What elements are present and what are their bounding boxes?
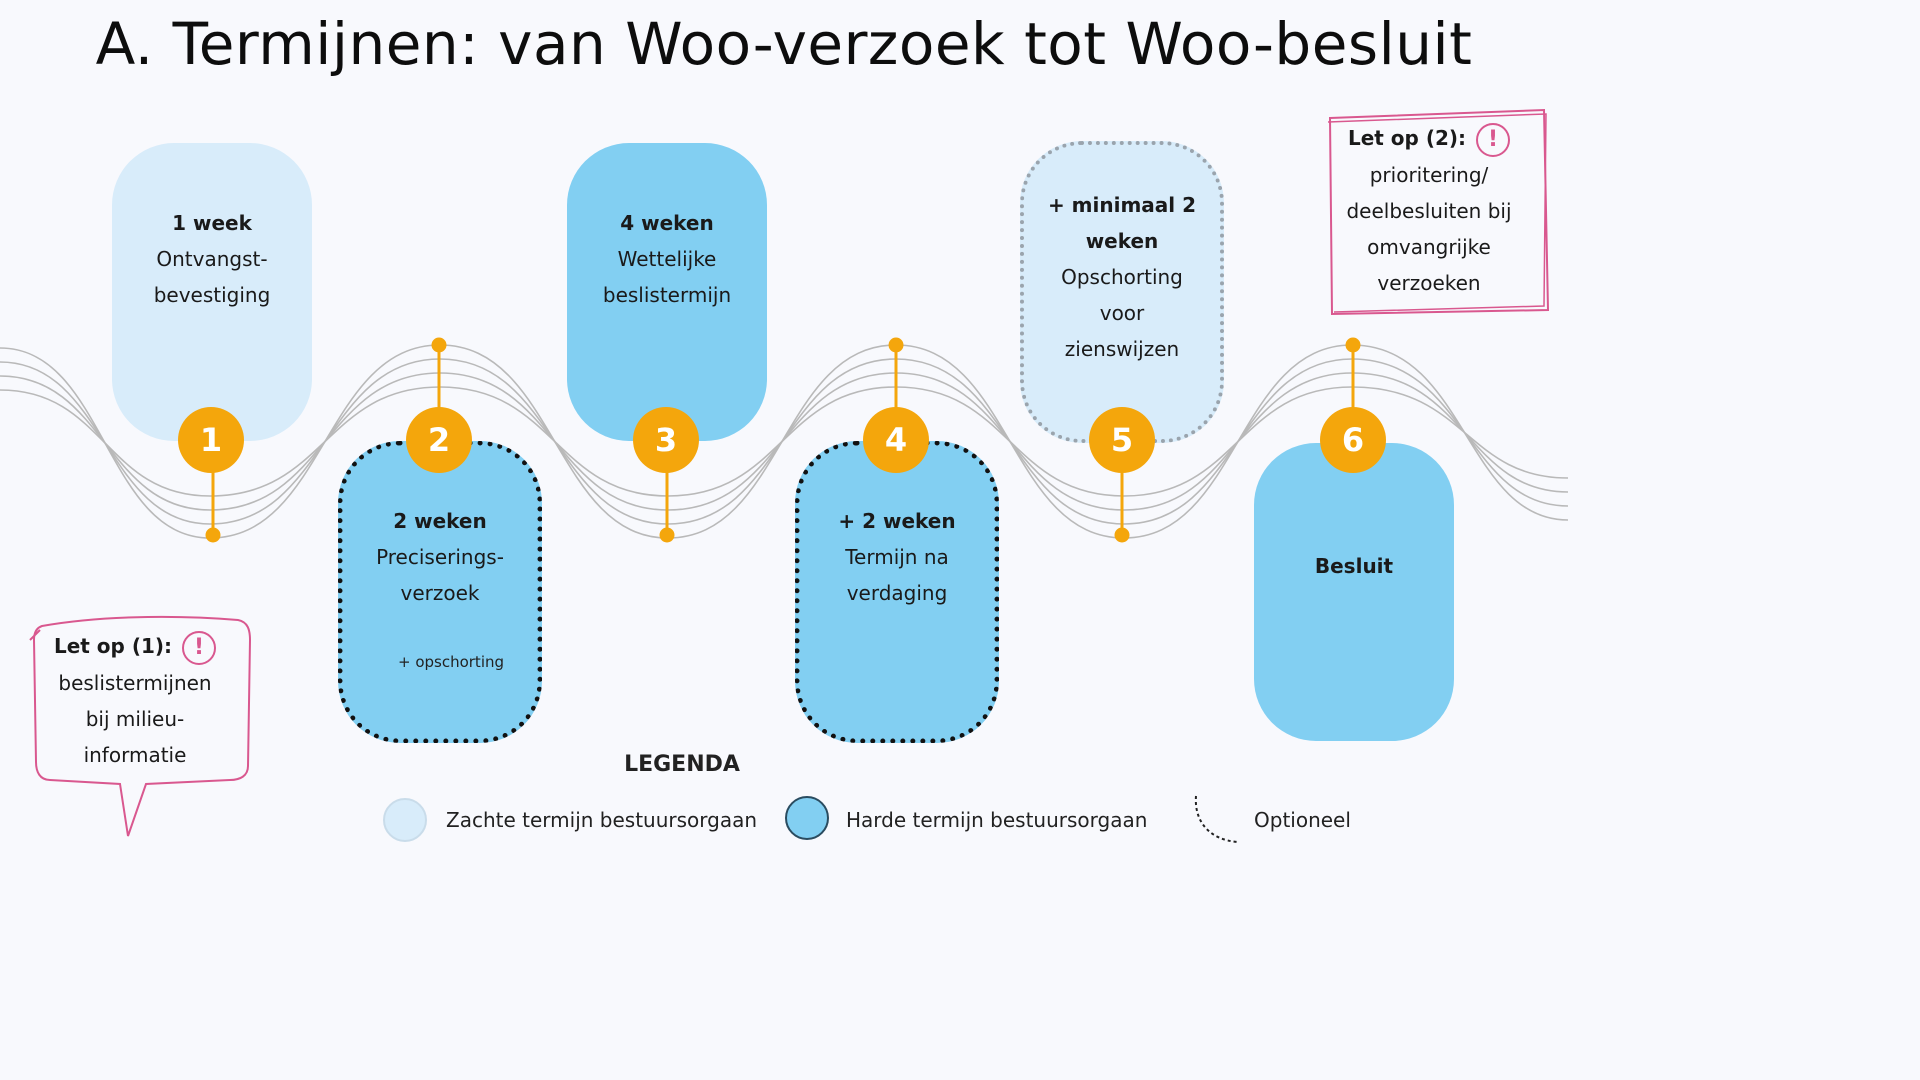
note-2-line-3: omvangrijke: [1367, 234, 1491, 259]
page-title: A. Termijnen: van Woo-verzoek tot Woo-be…: [95, 10, 1473, 78]
note-2-line-4: verzoeken: [1377, 270, 1481, 295]
step-3-line-1: Wettelijke: [617, 247, 717, 271]
step-3-duration: 4 weken: [620, 211, 714, 235]
step-6-label: Besluit: [1314, 554, 1394, 578]
note-1-heading: Let op (1):: [53, 634, 173, 658]
step-1-card: 1 week Ontvangst- bevestiging: [112, 143, 312, 441]
note-2-line-2: deelbesluiten bij: [1346, 198, 1512, 223]
step-3-line-2: beslistermijn: [602, 283, 732, 307]
step-6-badge: 6: [1320, 407, 1386, 473]
step-5-duration-1: + minimaal 2: [1047, 193, 1197, 217]
step-5-duration-2: weken: [1085, 229, 1159, 253]
step-4-line-2: verdaging: [846, 581, 948, 605]
step-2-duration: 2 weken: [393, 509, 487, 533]
step-4-card: + 2 weken Termijn na verdaging: [795, 441, 999, 743]
note-1-line-1: beslistermijnen: [58, 670, 212, 695]
note-2-heading: Let op (2):: [1347, 126, 1467, 150]
step-1-duration: 1 week: [172, 211, 252, 235]
note-2-box: [1327, 108, 1550, 316]
note-2: Let op (2):! prioritering/ deelbesluiten…: [1334, 120, 1524, 301]
step-3-badge: 3: [633, 407, 699, 473]
step-6-card: Besluit: [1254, 443, 1454, 741]
note-2-line-1: prioritering/: [1369, 162, 1489, 187]
legend-title: LEGENDA: [624, 752, 740, 777]
step-2-line-1: Preciserings-: [376, 545, 504, 569]
note-1-bubble: [29, 615, 252, 837]
note-1-line-2: bij milieu-: [85, 706, 185, 731]
step-1-line-2: bevestiging: [153, 283, 271, 307]
note-1: Let op (1):! beslistermijnen bij milieu-…: [40, 628, 230, 773]
step-1-badge: 1: [178, 407, 244, 473]
note-1-line-3: informatie: [83, 742, 187, 767]
step-5-badge: 5: [1089, 407, 1155, 473]
legend-hard-swatch: [785, 796, 829, 840]
exclamation-icon: !: [1476, 122, 1511, 157]
step-5-line-3: zienswijzen: [1064, 337, 1180, 361]
step-5-line-2: voor: [1099, 301, 1145, 325]
step-2-card: 2 weken Preciserings- verzoek + opschort…: [338, 441, 542, 743]
step-2-badge: 2: [406, 407, 472, 473]
timeline-waves: [0, 337, 1568, 543]
step-4-line-1: Termijn na: [845, 545, 949, 569]
legend-hard-label: Harde termijn bestuursorgaan: [846, 808, 1148, 832]
legend-optional-label: Optioneel: [1254, 808, 1351, 832]
legend-soft-swatch: [383, 798, 427, 842]
step-1-line-1: Ontvangst-: [156, 247, 268, 271]
exclamation-icon: !: [182, 630, 217, 665]
step-2-line-2: verzoek: [400, 581, 480, 605]
step-5-line-1: Opschorting: [1061, 265, 1183, 289]
step-4-duration: + 2 weken: [838, 509, 956, 533]
step-2-extra: + opschorting: [397, 653, 505, 671]
step-3-card: 4 weken Wettelijke beslistermijn: [567, 143, 767, 441]
dotted-arc-icon: [1194, 795, 1239, 843]
legend-soft-label: Zachte termijn bestuursorgaan: [446, 808, 758, 832]
step-5-card: + minimaal 2 weken Opschorting voor zien…: [1020, 141, 1224, 443]
step-4-badge: 4: [863, 407, 929, 473]
